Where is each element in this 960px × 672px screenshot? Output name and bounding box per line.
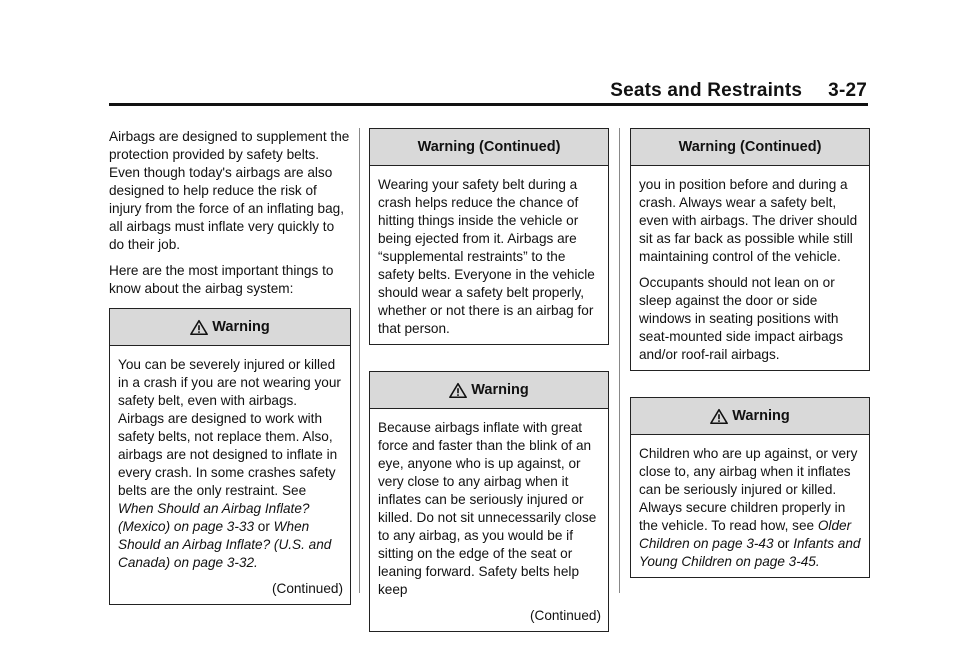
- warning-text: You can be severely injured or killed in…: [118, 357, 341, 570]
- warning-header: Warning (Continued): [631, 129, 869, 166]
- cross-reference[interactable]: When Should an Airbag Inflate? (Mexico) …: [118, 501, 310, 534]
- column-1: Airbags are designed to supplement the p…: [109, 128, 351, 605]
- warning-header: Warning: [370, 372, 608, 409]
- warning-body: Children who are up against, or very clo…: [631, 435, 869, 577]
- warning-triangle-icon: [449, 382, 468, 398]
- running-header: Seats and Restraints 3-27: [610, 80, 867, 102]
- warning-text: Because airbags inflate with great force…: [378, 420, 597, 597]
- column-divider: [359, 128, 360, 593]
- warning-text: Occupants should not lean on or sleep ag…: [639, 275, 844, 362]
- warning-triangle-icon: [710, 408, 729, 424]
- warning-header: Warning: [631, 398, 869, 435]
- warning-text: Children who are up against, or very clo…: [639, 446, 861, 569]
- warning-title: Warning (Continued): [678, 139, 822, 155]
- warning-box: Warning Because airbags inflate with gre…: [369, 371, 609, 632]
- warning-box-continued: Warning (Continued) you in position befo…: [630, 128, 870, 371]
- warning-body: You can be severely injured or killed in…: [110, 346, 350, 604]
- column-divider: [619, 128, 620, 593]
- column-3: Warning (Continued) you in position befo…: [630, 128, 870, 578]
- intro-paragraph: Airbags are designed to supplement the p…: [109, 129, 350, 252]
- header-rule: [109, 103, 868, 106]
- section-title: Seats and Restraints: [610, 80, 803, 101]
- warning-title: Warning: [732, 408, 790, 424]
- cross-reference[interactable]: When Should an Airbag Inflate? (U.S. and…: [118, 519, 332, 570]
- warning-triangle-icon: [190, 319, 209, 335]
- warning-box: Warning Children who are up against, or …: [630, 397, 870, 578]
- warning-header: Warning: [110, 309, 350, 346]
- continued-label: (Continued): [529, 608, 601, 623]
- warning-title: Warning: [212, 319, 270, 335]
- warning-body: Because airbags inflate with great force…: [370, 409, 608, 631]
- continued-label: (Continued): [271, 581, 343, 596]
- warning-box-continued: Warning (Continued) Wearing your safety …: [369, 128, 609, 345]
- column-2: Warning (Continued) Wearing your safety …: [369, 128, 609, 632]
- page-number: 3-27: [828, 80, 867, 101]
- warning-title: Warning (Continued): [417, 139, 561, 155]
- warning-text: you in position before and during a cras…: [639, 177, 858, 264]
- warning-title: Warning: [471, 382, 529, 398]
- cross-reference[interactable]: Infants and Young Children on page 3-45.: [639, 536, 861, 569]
- warning-body: you in position before and during a cras…: [631, 166, 869, 370]
- cross-reference[interactable]: Older Children on page 3-43: [639, 518, 852, 551]
- warning-body: Wearing your safety belt during a crash …: [370, 166, 608, 344]
- warning-text: Wearing your safety belt during a crash …: [378, 177, 595, 336]
- warning-box: Warning You can be severely injured or k…: [109, 308, 351, 605]
- intro-paragraph: Here are the most important things to kn…: [109, 263, 334, 296]
- warning-header: Warning (Continued): [370, 129, 608, 166]
